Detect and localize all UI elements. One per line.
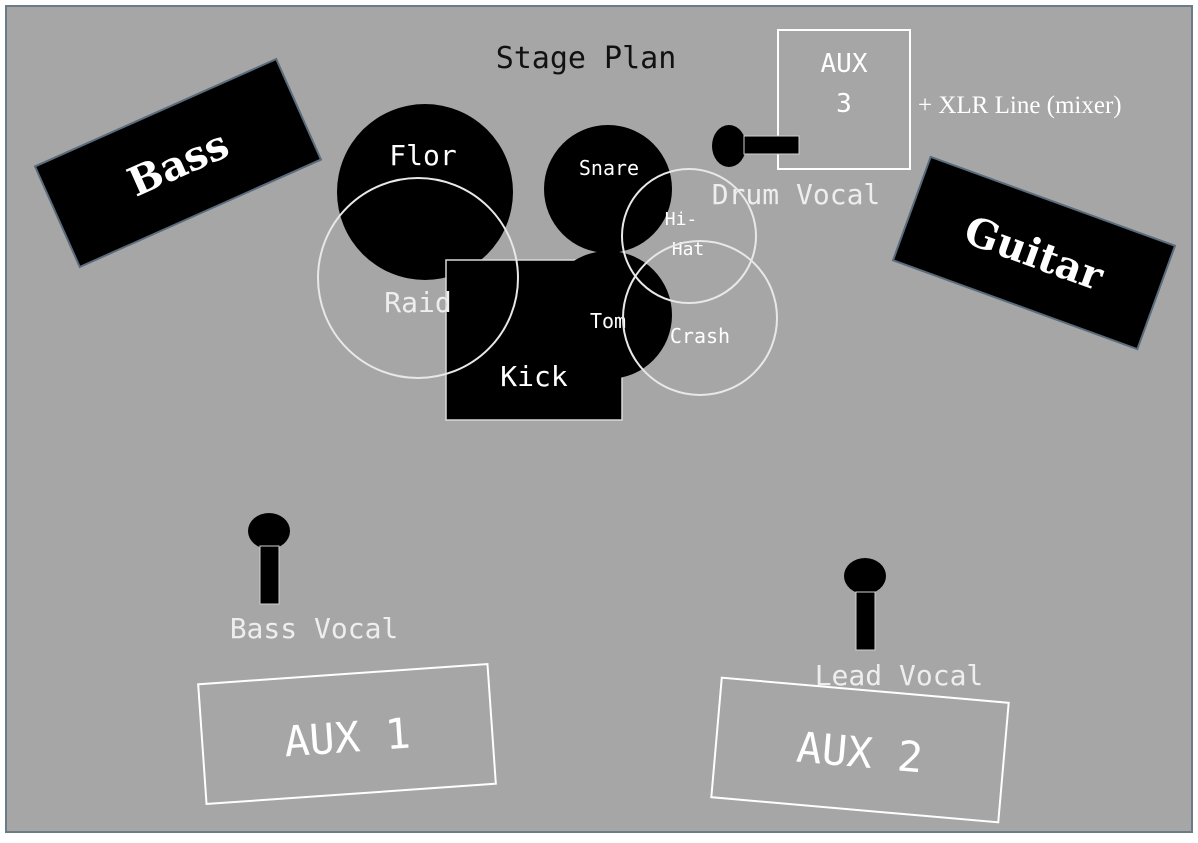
aux3-label-line1: AUX xyxy=(821,49,868,79)
aux2-monitor: AUX 2 xyxy=(710,676,1010,824)
bass-vocal-label: Bass Vocal xyxy=(230,612,399,645)
guitar-amp-box xyxy=(891,155,1177,351)
aux1-label: AUX 1 xyxy=(282,709,412,767)
bass-vocal-mic-icon xyxy=(248,513,290,605)
aux3-label-line2: 3 xyxy=(836,89,852,119)
bass-amp: Bass xyxy=(33,57,323,269)
aux2-monitor-box xyxy=(710,676,1010,824)
ride-label: Raid xyxy=(384,286,451,319)
snare-label: Snare xyxy=(579,156,639,180)
diagram-title: Stage Plan xyxy=(496,41,677,76)
tom-label: Tom xyxy=(590,309,626,333)
lead-vocal-label: Lead Vocal xyxy=(815,659,984,692)
crash-cymbal xyxy=(622,240,778,396)
xlr-note: + XLR Line (mixer) xyxy=(918,92,1122,119)
floor-tom-drum xyxy=(337,104,513,280)
drum-vocal-mic-icon xyxy=(712,125,800,167)
kick-label: Kick xyxy=(500,360,568,393)
aux3-monitor xyxy=(777,29,911,170)
drum-vocal-label: Drum Vocal xyxy=(712,178,881,211)
hihat-cymbal xyxy=(621,168,757,304)
snare-drum xyxy=(544,125,672,253)
aux1-monitor-box xyxy=(197,662,497,806)
hihat-label-line1: Hi- xyxy=(665,209,698,230)
floor-tom-label: Flor xyxy=(389,139,456,172)
lead-vocal-mic-icon xyxy=(844,558,886,651)
aux2-label: AUX 2 xyxy=(795,723,925,783)
crash-label: Crash xyxy=(670,324,730,348)
aux1-monitor: AUX 1 xyxy=(197,662,497,806)
bass-amp-box xyxy=(33,57,323,269)
ride-cymbal xyxy=(317,177,519,379)
guitar-amp: Guitar xyxy=(891,155,1177,351)
